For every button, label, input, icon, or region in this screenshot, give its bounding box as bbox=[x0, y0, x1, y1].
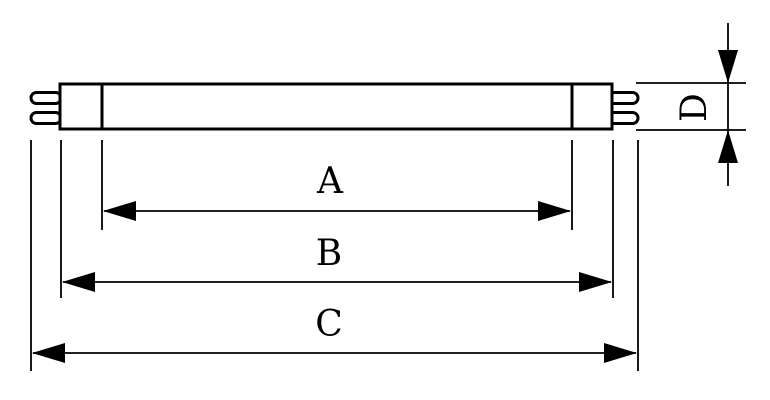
dimension-c: C bbox=[30, 140, 639, 371]
dimension-d: D bbox=[636, 23, 746, 186]
arrowhead-up-icon bbox=[718, 130, 738, 163]
dimension-a: A bbox=[101, 140, 573, 230]
dimension-b-label: B bbox=[316, 233, 342, 274]
dimension-d-label: D bbox=[674, 93, 715, 122]
arrowhead-down-icon bbox=[718, 50, 738, 83]
arrowhead-right-icon bbox=[579, 272, 612, 292]
pin-left-bottom bbox=[29, 111, 63, 125]
arrowhead-right-icon bbox=[538, 201, 571, 221]
arrowhead-right-icon bbox=[604, 343, 637, 363]
dimension-c-label: C bbox=[315, 304, 343, 345]
dimension-b: B bbox=[60, 140, 614, 298]
pin-left-top bbox=[29, 91, 63, 105]
arrowhead-left-icon bbox=[62, 272, 95, 292]
arrowhead-left-icon bbox=[103, 201, 136, 221]
fluorescent-tube bbox=[29, 82, 640, 131]
tube-body bbox=[58, 82, 614, 131]
dimension-a-label: A bbox=[316, 161, 344, 202]
arrowhead-left-icon bbox=[32, 343, 65, 363]
